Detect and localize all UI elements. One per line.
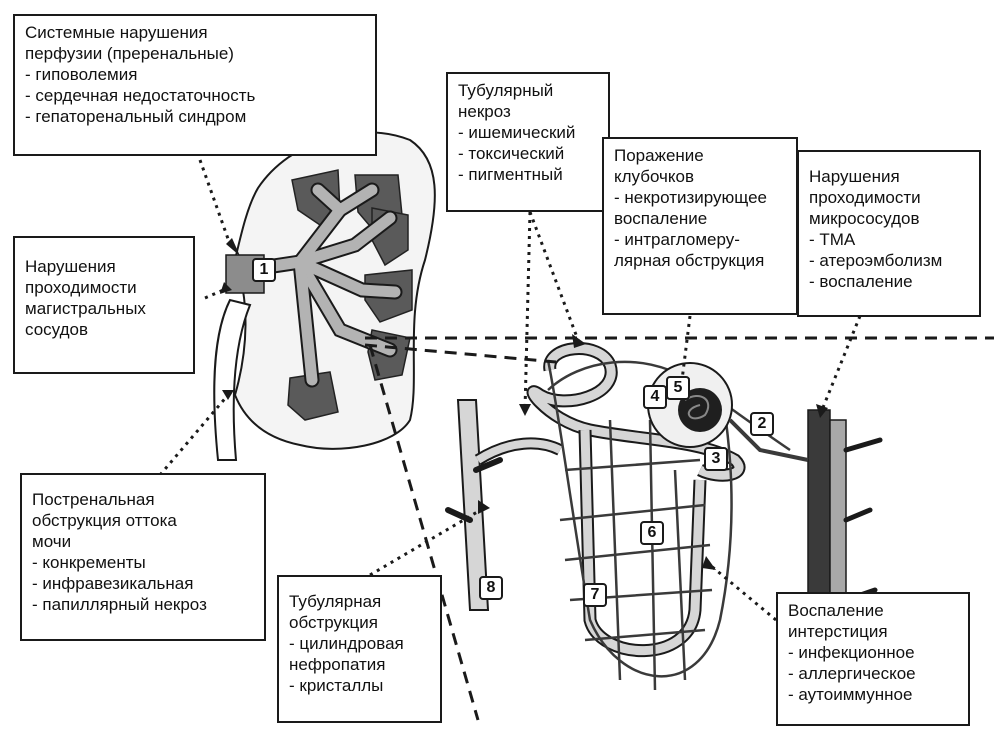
- list-item: - цилиндровая нефропатия: [289, 633, 430, 675]
- box-title: Нарушения проходимости микрососудов: [809, 166, 969, 229]
- box-list: - ТМА - атероэмболизм - воспаление: [809, 229, 969, 292]
- list-item: - пигментный: [458, 164, 598, 185]
- box-postrenal-obstruction: Постренальная обструкция оттока мочи - к…: [20, 473, 266, 641]
- marker-4: 4: [643, 385, 667, 409]
- list-item: - инфекционное: [788, 642, 958, 663]
- box-interstitial-inflammation: Воспаление интерстиция - инфекционное - …: [776, 592, 970, 726]
- list-item: - интрагломеру- лярная обструкция: [614, 229, 786, 271]
- marker-5: 5: [666, 376, 690, 400]
- box-glomerular-damage: Поражение клубочков - некротизирующее во…: [602, 137, 798, 315]
- marker-2: 2: [750, 412, 774, 436]
- box-list: - цилиндровая нефропатия - кристаллы: [289, 633, 430, 696]
- list-item: - ишемический: [458, 122, 598, 143]
- box-title: Системные нарушения перфузии (преренальн…: [25, 22, 365, 64]
- box-title: Тубулярный некроз: [458, 80, 598, 122]
- list-item: - токсический: [458, 143, 598, 164]
- list-item: - аутоиммунное: [788, 684, 958, 705]
- list-item: - гиповолемия: [25, 64, 365, 85]
- list-item: - инфравезикальная: [32, 573, 254, 594]
- list-item: - некротизирующее воспаление: [614, 187, 786, 229]
- list-item: - кристаллы: [289, 675, 430, 696]
- box-main-vessels: Нарушения проходимости магистральных сос…: [13, 236, 195, 374]
- list-item: - атероэмболизм: [809, 250, 969, 271]
- box-list: - ишемический - токсический - пигментный: [458, 122, 598, 185]
- list-item: - сердечная недостаточность: [25, 85, 365, 106]
- box-systemic-perfusion: Системные нарушения перфузии (преренальн…: [13, 14, 377, 156]
- marker-6: 6: [640, 521, 664, 545]
- box-title: Нарушения проходимости магистральных сос…: [25, 256, 183, 340]
- box-title: Поражение клубочков: [614, 145, 786, 187]
- list-item: - конкременты: [32, 552, 254, 573]
- box-microvessels: Нарушения проходимости микрососудов - ТМ…: [797, 150, 981, 317]
- box-title: Постренальная обструкция оттока мочи: [32, 489, 254, 552]
- box-title: Воспаление интерстиция: [788, 600, 958, 642]
- box-list: - гиповолемия - сердечная недостаточност…: [25, 64, 365, 127]
- kidney: [214, 132, 435, 460]
- box-list: - некротизирующее воспаление - интраглом…: [614, 187, 786, 271]
- box-list: - конкременты - инфравезикальная - папил…: [32, 552, 254, 615]
- box-title: Тубулярная обструкция: [289, 591, 430, 633]
- box-tubular-necrosis: Тубулярный некроз - ишемический - токсич…: [446, 72, 610, 212]
- marker-8: 8: [479, 576, 503, 600]
- list-item: - ТМА: [809, 229, 969, 250]
- box-tubular-obstruction: Тубулярная обструкция - цилиндровая нефр…: [277, 575, 442, 723]
- list-item: - гепаторенальный синдром: [25, 106, 365, 127]
- list-item: - аллергическое: [788, 663, 958, 684]
- list-item: - воспаление: [809, 271, 969, 292]
- box-list: - инфекционное - аллергическое - аутоимм…: [788, 642, 958, 705]
- marker-3: 3: [704, 447, 728, 471]
- marker-7: 7: [583, 583, 607, 607]
- list-item: - папиллярный некроз: [32, 594, 254, 615]
- marker-1: 1: [252, 258, 276, 282]
